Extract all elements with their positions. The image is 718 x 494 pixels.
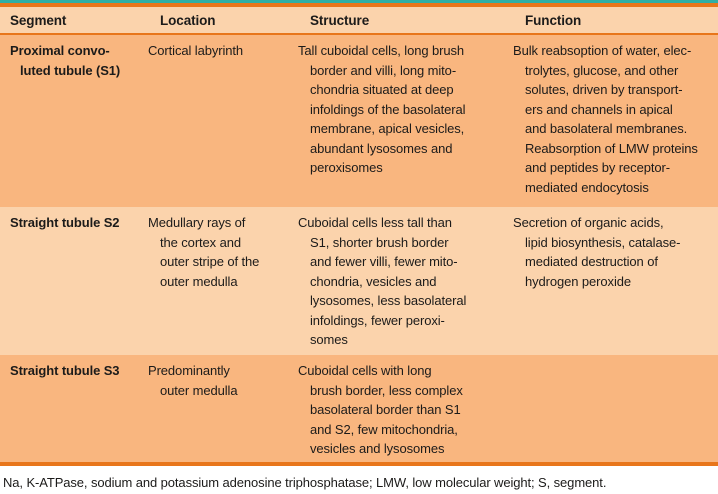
column-header-location: Location bbox=[160, 12, 216, 28]
column-header-segment: Segment bbox=[10, 12, 67, 28]
cell-segment: Straight tubule S3 bbox=[10, 363, 120, 378]
cell-structure: Cuboidal cells with long brush border, l… bbox=[298, 363, 463, 456]
top-teal-rule bbox=[0, 0, 718, 3]
table-row-s3: Straight tubule S3 Predominantly outer m… bbox=[0, 355, 718, 462]
column-header-function: Function bbox=[525, 12, 582, 28]
table-top-border bbox=[0, 3, 718, 7]
cell-function bbox=[513, 355, 718, 462]
cell-function: Bulk reabsoption of water, elec- trolyte… bbox=[513, 43, 698, 195]
table-row-s1: Proximal convo- luted tubule (S1) Cortic… bbox=[0, 35, 718, 207]
cell-location: Medullary rays of the cortex and outer s… bbox=[148, 215, 260, 289]
column-header-structure: Structure bbox=[310, 12, 370, 28]
table-bottom-border bbox=[0, 462, 718, 466]
cell-structure: Cuboidal cells less tall than S1, shorte… bbox=[298, 215, 467, 347]
cell-structure: Tall cuboidal cells, long brush border a… bbox=[298, 43, 466, 175]
cell-segment: Straight tubule S2 bbox=[10, 215, 120, 230]
table-footnote: Na, K-ATPase, sodium and potassium adeno… bbox=[0, 466, 718, 490]
table-header-row: Segment Location Structure Function bbox=[0, 7, 718, 35]
cell-location: Cortical labyrinth bbox=[148, 43, 244, 58]
table-row-s2: Straight tubule S2 Medullary rays of the… bbox=[0, 207, 718, 355]
cell-location: Predominantly outer medulla bbox=[148, 363, 238, 398]
cell-function: Secretion of organic acids, lipid biosyn… bbox=[513, 215, 681, 289]
cell-segment: Proximal convo- luted tubule (S1) bbox=[10, 43, 121, 78]
